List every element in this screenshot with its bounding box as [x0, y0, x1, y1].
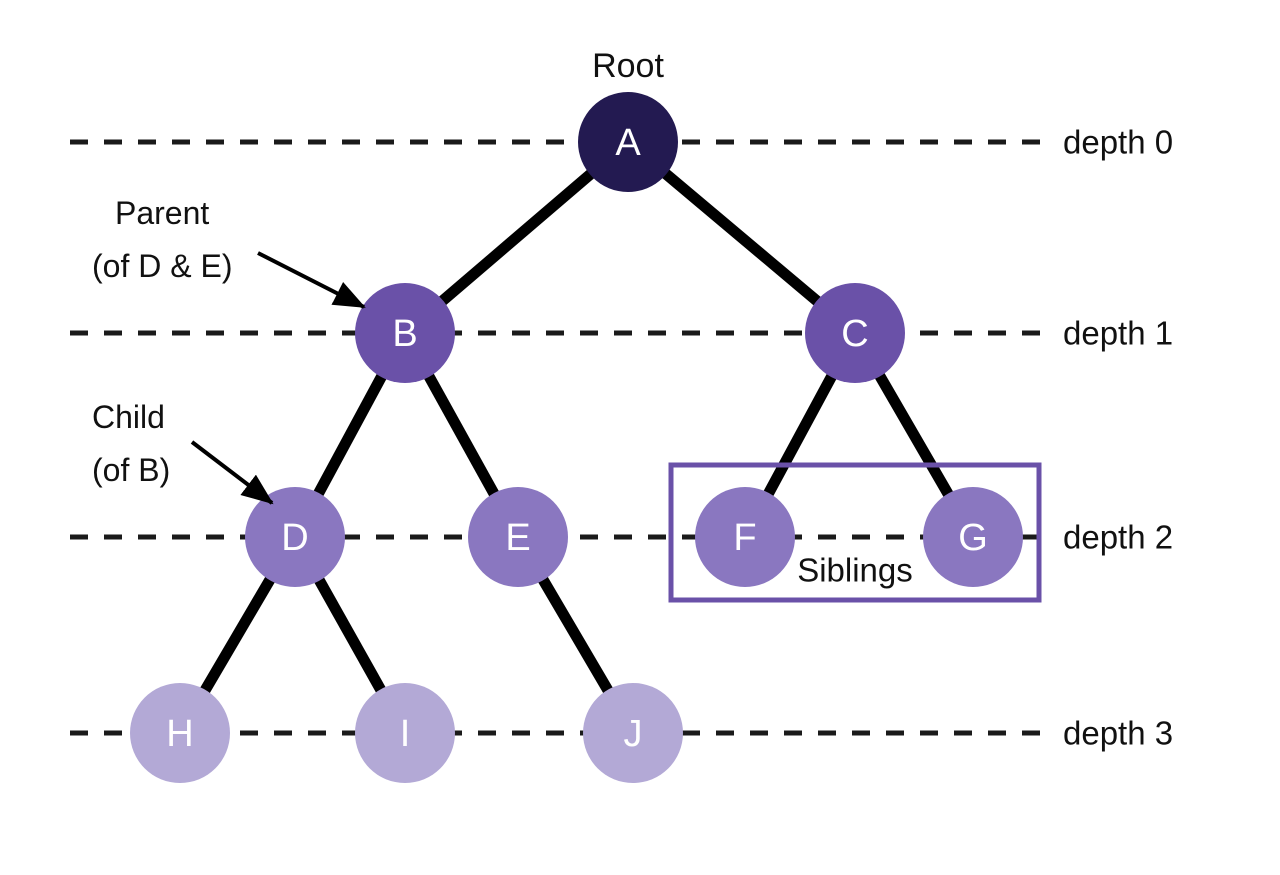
parent-annotation-line1: Parent — [115, 195, 209, 231]
tree-node-b[interactable]: B — [355, 283, 455, 383]
parent-annotation-line2: (of D & E) — [92, 248, 232, 284]
node-label-f: F — [733, 517, 756, 559]
tree-node-g[interactable]: G — [923, 487, 1023, 587]
node-circle-d — [245, 487, 345, 587]
tree-node-a[interactable]: A — [578, 92, 678, 192]
tree-edge-A-B — [436, 167, 597, 308]
tree-edge-B-E — [422, 370, 501, 500]
node-label-j: J — [624, 713, 643, 755]
depth-label-d3: depth 3 — [1063, 715, 1173, 752]
tree-node-j[interactable]: J — [583, 683, 683, 783]
tree-edge-B-D — [311, 370, 389, 500]
node-label-g: G — [958, 517, 988, 559]
child-annotation-line1: Child — [92, 399, 165, 435]
siblings-caption-label: Siblings — [797, 552, 913, 589]
tree-node-h[interactable]: H — [130, 683, 230, 783]
siblings-box-outline — [668, 462, 1042, 603]
depth-label-d2: depth 2 — [1063, 519, 1173, 556]
depth-guideline-group: depth 0 depth 1 depth 2 depth 3 — [70, 124, 1173, 752]
node-label-e: E — [505, 517, 530, 559]
tree-node-f[interactable]: F — [695, 487, 795, 587]
tree-edge-D-I — [312, 574, 388, 696]
tree-node-i[interactable]: I — [355, 683, 455, 783]
node-label-i: I — [400, 713, 411, 755]
root-caption-label: Root — [592, 47, 664, 85]
node-label-b: B — [392, 313, 417, 355]
node-label-a: A — [615, 122, 641, 164]
node-circle-a — [578, 92, 678, 192]
tree-edge-E-J — [536, 573, 615, 697]
tree-node-e[interactable]: E — [468, 487, 568, 587]
tree-node-c[interactable]: C — [805, 283, 905, 383]
parent-annotation-arrow — [257, 251, 366, 309]
tree-edge-C-F — [761, 370, 839, 500]
tree-edges-group — [198, 167, 955, 697]
depth-label-d0: depth 0 — [1063, 124, 1173, 161]
node-circle-h — [130, 683, 230, 783]
node-circle-f — [695, 487, 795, 587]
depth-label-d1: depth 1 — [1063, 315, 1173, 352]
node-label-d: D — [281, 517, 308, 559]
node-label-h: H — [166, 713, 193, 755]
node-circle-c — [805, 283, 905, 383]
siblings-highlight-box — [668, 462, 1042, 603]
node-circle-j — [583, 683, 683, 783]
node-circle-b — [355, 283, 455, 383]
tree-nodes-group: A B C D E F G H I J — [130, 92, 1023, 783]
node-circle-e — [468, 487, 568, 587]
tree-node-d[interactable]: D — [245, 487, 345, 587]
child-annotation-arrow — [190, 440, 274, 505]
node-label-c: C — [841, 313, 868, 355]
tree-edge-D-H — [198, 573, 277, 697]
tree-edge-C-G — [873, 370, 955, 500]
child-annotation-line2: (of B) — [92, 452, 170, 488]
node-circle-i — [355, 683, 455, 783]
node-circle-g — [923, 487, 1023, 587]
tree-edge-A-C — [659, 167, 824, 308]
